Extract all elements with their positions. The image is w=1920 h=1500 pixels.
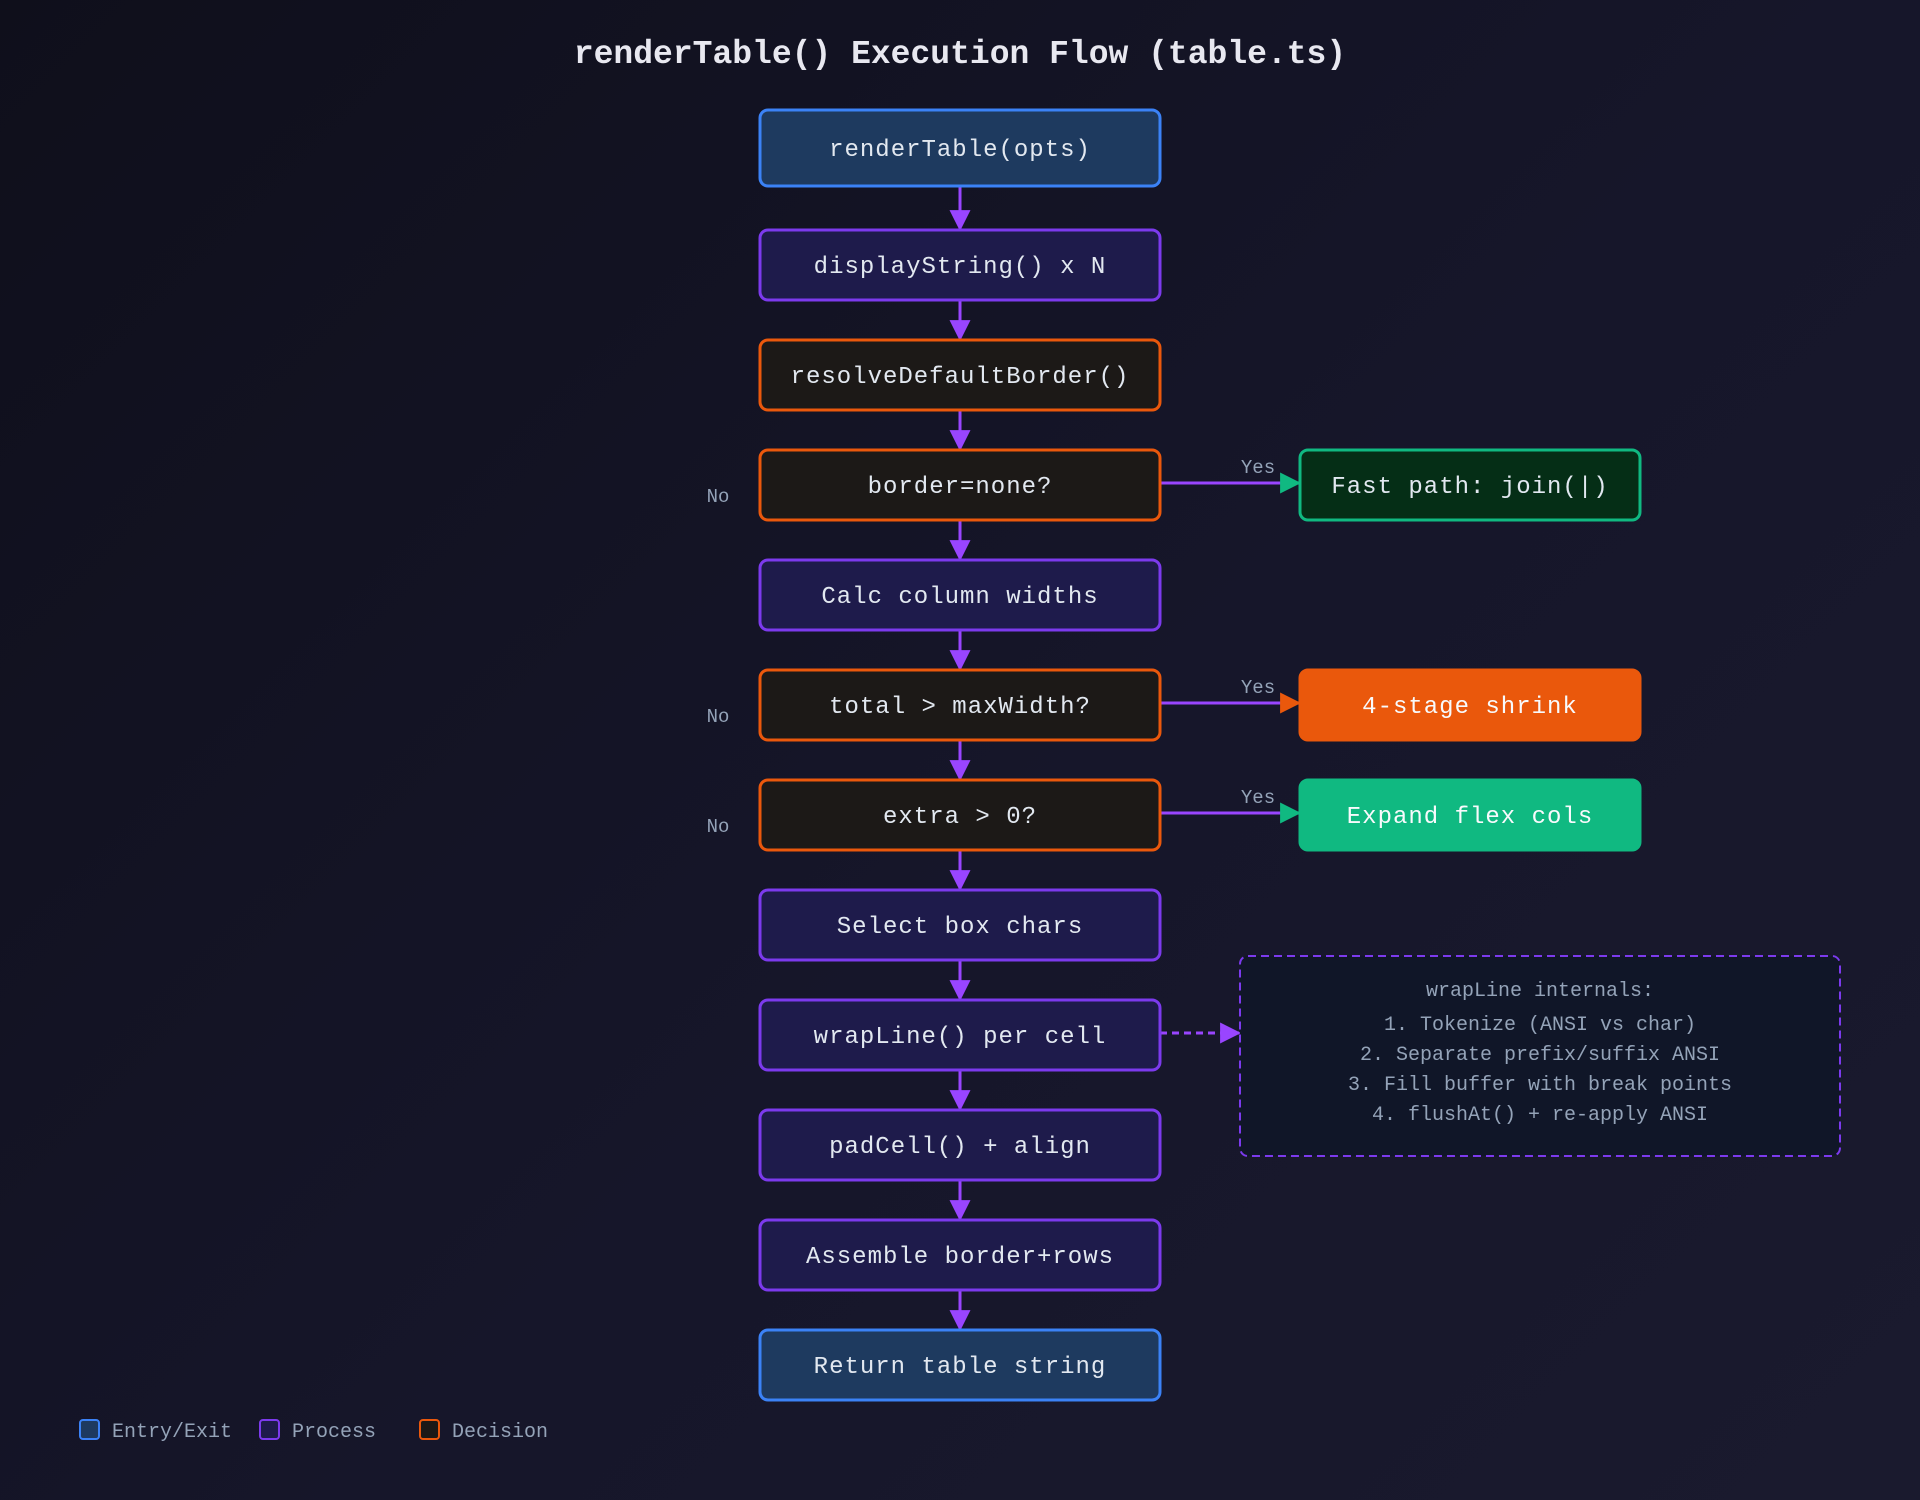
branch-box bbox=[1298, 668, 1642, 742]
legend-item-decision: Decision bbox=[419, 1419, 548, 1444]
branch-box bbox=[1298, 448, 1642, 522]
legend-item-entry-exit: Entry/Exit bbox=[79, 1419, 232, 1444]
note-line: 4. flushAt() + re-apply ANSI bbox=[1372, 1104, 1708, 1127]
node-box bbox=[758, 448, 1162, 522]
node-extra-0: extra > 0? bbox=[758, 778, 1162, 852]
node-label: Assemble border+rows bbox=[806, 1244, 1114, 1271]
yes-label: Yes bbox=[1241, 457, 1275, 479]
node-wrapline-per-cell: wrapLine() per cell bbox=[758, 998, 1162, 1072]
node-box bbox=[758, 1328, 1162, 1402]
legend-swatch bbox=[259, 1419, 280, 1440]
node-label: resolveDefaultBorder() bbox=[791, 364, 1130, 391]
node-box bbox=[758, 778, 1162, 852]
no-label: No bbox=[707, 706, 730, 728]
node-label: extra > 0? bbox=[883, 804, 1037, 831]
node-padcell-align: padCell() + align bbox=[758, 1108, 1162, 1182]
legend-item-process: Process bbox=[259, 1419, 376, 1444]
node-rendertable-opts: renderTable(opts) bbox=[758, 108, 1162, 188]
yes-label: Yes bbox=[1241, 677, 1275, 699]
node-label: renderTable(opts) bbox=[829, 137, 1091, 164]
node-label: Calc column widths bbox=[821, 584, 1098, 611]
yes-label: Yes bbox=[1241, 787, 1275, 809]
branch-label: Expand flex cols bbox=[1347, 804, 1593, 831]
no-label: No bbox=[707, 486, 730, 508]
legend-label: Decision bbox=[452, 1421, 548, 1444]
node-resolvedefaultborder: resolveDefaultBorder() bbox=[758, 338, 1162, 412]
note-title: wrapLine internals: bbox=[1426, 980, 1654, 1003]
node-box bbox=[758, 1218, 1162, 1292]
node-label: padCell() + align bbox=[829, 1134, 1091, 1161]
node-displaystring-x-n: displayString() x N bbox=[758, 228, 1162, 302]
node-box bbox=[758, 108, 1162, 188]
branch-label: Fast path: join(|) bbox=[1331, 474, 1608, 501]
branch-fast-path-join: Fast path: join(|) bbox=[1298, 448, 1642, 522]
note-box bbox=[1239, 955, 1841, 1157]
node-border-none: border=none? bbox=[758, 448, 1162, 522]
node-label: wrapLine() per cell bbox=[814, 1024, 1107, 1051]
node-label: Return table string bbox=[814, 1354, 1107, 1381]
node-box bbox=[758, 228, 1162, 302]
legend: Entry/Exit Process Decision bbox=[79, 1419, 548, 1444]
legend-swatch bbox=[79, 1419, 100, 1440]
note-line: 2. Separate prefix/suffix ANSI bbox=[1360, 1044, 1720, 1067]
node-label: total > maxWidth? bbox=[829, 694, 1091, 721]
branch-4-stage-shrink: 4-stage shrink bbox=[1298, 668, 1642, 742]
node-total-maxwidth: total > maxWidth? bbox=[758, 668, 1162, 742]
node-box bbox=[758, 668, 1162, 742]
legend-label: Process bbox=[292, 1421, 376, 1444]
node-label: displayString() x N bbox=[814, 254, 1107, 281]
no-label: No bbox=[707, 816, 730, 838]
branch-expand-flex-cols: Expand flex cols bbox=[1298, 778, 1642, 852]
nodes: renderTable(opts) displayString() x N reso… bbox=[758, 108, 1642, 1402]
node-calc-column-widths: Calc column widths bbox=[758, 558, 1162, 632]
node-assemble-border-rows: Assemble border+rows bbox=[758, 1218, 1162, 1292]
branch-box bbox=[1298, 778, 1642, 852]
node-box bbox=[758, 998, 1162, 1072]
node-label: Select box chars bbox=[837, 914, 1083, 941]
node-box bbox=[758, 558, 1162, 632]
node-box bbox=[758, 338, 1162, 412]
node-box bbox=[758, 1108, 1162, 1182]
note-line: 3. Fill buffer with break points bbox=[1348, 1074, 1732, 1097]
node-return-table-string: Return table string bbox=[758, 1328, 1162, 1402]
node-box bbox=[758, 888, 1162, 962]
node-label: border=none? bbox=[868, 474, 1053, 501]
note-line: 1. Tokenize (ANSI vs char) bbox=[1384, 1014, 1696, 1037]
diagram-title: renderTable() Execution Flow (table.ts) bbox=[574, 36, 1346, 73]
legend-swatch bbox=[419, 1419, 440, 1440]
branch-label: 4-stage shrink bbox=[1362, 694, 1578, 721]
node-select-box-chars: Select box chars bbox=[758, 888, 1162, 962]
wrapline-note: wrapLine internals: 1. Tokenize (ANSI vs … bbox=[1239, 955, 1841, 1157]
legend-label: Entry/Exit bbox=[112, 1421, 232, 1444]
